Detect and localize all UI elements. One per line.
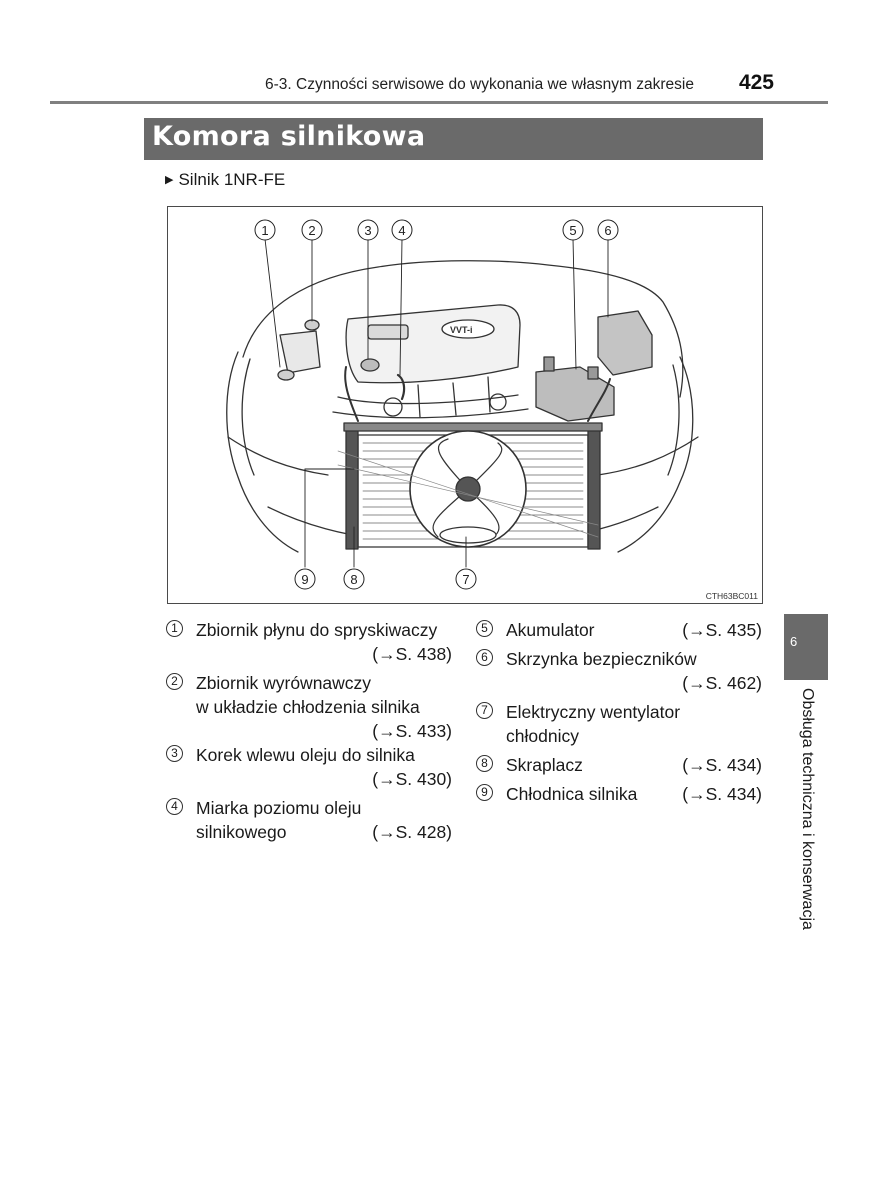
callout-9: 9 bbox=[301, 572, 308, 587]
header-rule bbox=[50, 101, 828, 104]
left-fender bbox=[226, 351, 299, 553]
legend-text-line-2: silnikowego bbox=[196, 822, 287, 842]
legend-page-ref: (→S. 462) bbox=[682, 673, 762, 693]
callout-8: 8 bbox=[350, 572, 357, 587]
callout-5: 5 bbox=[569, 223, 576, 238]
legend-item-1: 1 Zbiornik płynu do spryskiwaczy (→S. 43… bbox=[166, 618, 452, 668]
legend-text: Akumulator bbox=[506, 620, 595, 640]
triangle-bullet-icon: ▶ bbox=[165, 174, 174, 186]
legend-number: 5 bbox=[476, 620, 493, 637]
callout-6: 6 bbox=[604, 223, 611, 238]
legend-number: 2 bbox=[166, 673, 183, 690]
engine-bay-drawing: VVT-i bbox=[226, 219, 699, 590]
legend-number: 4 bbox=[166, 798, 183, 815]
legend-text-line-2: w układzie chłodzenia silnika bbox=[196, 697, 420, 717]
legend-text: Korek wlewu oleju do silnika bbox=[196, 745, 415, 765]
engine-bay-illustration: VVT-i bbox=[167, 206, 763, 604]
callout-3: 3 bbox=[364, 223, 371, 238]
engine-emblem: VVT-i bbox=[450, 325, 473, 335]
page-header: 6-3. Czynności serwisowe do wykonania we… bbox=[50, 62, 828, 104]
legend-item-3: 3 Korek wlewu oleju do silnika (→S. 430) bbox=[166, 743, 452, 793]
legend-text-line-2: chłodnicy bbox=[506, 726, 579, 746]
legend-item-9: 9 Chłodnica silnika (→S. 434) bbox=[476, 782, 762, 808]
chapter-side-label: Obsługa techniczna i konserwacja bbox=[799, 688, 816, 930]
legend-text: Zbiornik wyrównawczy bbox=[196, 673, 372, 693]
legend-page-ref: (→S. 434) bbox=[682, 755, 762, 775]
bumper-line bbox=[227, 436, 329, 476]
legend-number: 8 bbox=[476, 755, 493, 772]
legend-text: Zbiornik płynu do spryskiwaczy bbox=[196, 620, 438, 640]
legend-page-ref: (→S. 435) bbox=[682, 620, 762, 640]
legend-page-ref: (→S. 430) bbox=[372, 769, 452, 789]
legend-text: Elektryczny wentylator bbox=[506, 702, 681, 722]
legend-text: Skrzynka bezpieczników bbox=[506, 649, 697, 669]
hood-outline bbox=[242, 260, 684, 398]
chapter-number: 6 bbox=[790, 634, 798, 649]
washer-tank bbox=[279, 330, 321, 374]
legend-text: Chłodnica silnika bbox=[506, 784, 638, 804]
callout-1: 1 bbox=[261, 223, 268, 238]
legend-item-2: 2 Zbiornik wyrównawczy w układzie chłodz… bbox=[166, 671, 452, 745]
page-title: Komora silnikowa bbox=[152, 121, 426, 152]
figure-code: CTH63BC011 bbox=[705, 591, 758, 601]
right-fender bbox=[617, 356, 694, 553]
fuse-box bbox=[597, 310, 653, 376]
legend-text: Skraplacz bbox=[506, 755, 583, 775]
legend-page-ref: (→S. 428) bbox=[372, 822, 452, 842]
legend-item-8: 8 Skraplacz (→S. 434) bbox=[476, 753, 762, 779]
subheading: ▶ Silnik 1NR-FE bbox=[165, 170, 285, 190]
legend-page-ref: (→S. 434) bbox=[682, 784, 762, 804]
legend-item-7: 7 Elektryczny wentylator chłodnicy bbox=[476, 700, 762, 750]
legend-number: 1 bbox=[166, 620, 183, 637]
chapter-tab: 6 bbox=[784, 614, 828, 680]
legend-number: 7 bbox=[476, 702, 493, 719]
title-bar: Komora silnikowa bbox=[144, 118, 763, 160]
callout-2: 2 bbox=[308, 223, 315, 238]
legend-page-ref: (→S. 438) bbox=[372, 644, 452, 664]
legend-item-5: 5 Akumulator (→S. 435) bbox=[476, 618, 762, 644]
legend-item-4: 4 Miarka poziomu oleju silnikowego (→S. … bbox=[166, 796, 452, 846]
callout-7: 7 bbox=[462, 572, 469, 587]
subheading-text: Silnik 1NR-FE bbox=[178, 170, 286, 189]
legend-number: 9 bbox=[476, 784, 493, 801]
callout-4: 4 bbox=[398, 223, 405, 238]
section-title: 6-3. Czynności serwisowe do wykonania we… bbox=[264, 76, 694, 93]
legend-page-ref: (→S. 433) bbox=[372, 721, 452, 741]
page-number: 425 bbox=[738, 71, 774, 94]
legend-number: 6 bbox=[476, 649, 493, 666]
legend-number: 3 bbox=[166, 745, 183, 762]
legend-text: Miarka poziomu oleju bbox=[196, 798, 362, 818]
legend-item-6: 6 Skrzynka bezpieczników (→S. 462) bbox=[476, 647, 762, 697]
